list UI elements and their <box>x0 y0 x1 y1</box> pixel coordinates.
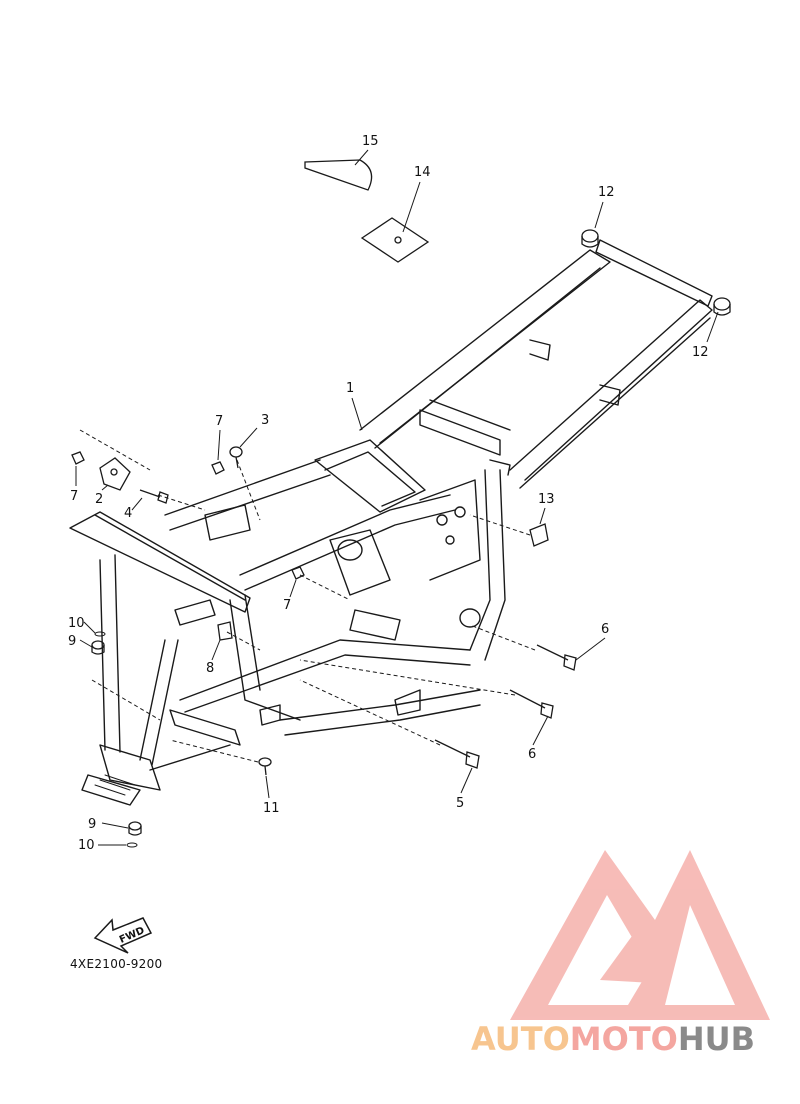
part-14-caution-label <box>360 217 430 263</box>
part-7-nut-c <box>291 566 305 580</box>
callout-1: 1 <box>346 381 354 396</box>
watermark-part-auto: AUTO <box>471 1020 570 1058</box>
callout-10-upper: 10 <box>68 616 85 631</box>
watermark-logo-icon <box>510 850 770 1020</box>
part-11-screw <box>258 757 272 776</box>
fwd-arrow-icon: FWD <box>93 917 153 954</box>
callout-7-top: 7 <box>215 414 223 429</box>
part-10-ring-upper <box>94 631 106 637</box>
part-5-bolt <box>434 739 480 769</box>
watermark-wordmark: AUTOMOTOHUB <box>471 1020 755 1058</box>
callout-5: 5 <box>456 796 464 811</box>
callout-9-upper: 9 <box>68 634 76 649</box>
part-8-clamp <box>217 621 233 641</box>
part-12-rear-cap-right <box>713 297 731 316</box>
part-10-ring-lower <box>126 842 138 848</box>
callout-12-top: 12 <box>598 185 615 200</box>
callout-9-lower: 9 <box>88 817 96 832</box>
part-9-grommet-lower <box>128 821 142 836</box>
watermark-part-moto: MOTO <box>569 1020 678 1058</box>
part-6-bolt-upper <box>536 644 577 671</box>
callout-10-lower: 10 <box>78 838 95 853</box>
part-12-rear-cap-left <box>581 229 599 248</box>
part-7-nut-a <box>71 451 85 465</box>
callout-13: 13 <box>538 492 555 507</box>
callout-2: 2 <box>95 492 103 507</box>
part-15-label-sticker <box>304 159 373 191</box>
callout-6-lower: 6 <box>528 747 536 762</box>
part-2-bracket <box>99 457 131 491</box>
part-3-bolt <box>229 446 243 469</box>
callout-11: 11 <box>263 801 280 816</box>
callout-14: 14 <box>414 165 431 180</box>
diagram-code: 4XE2100-9200 <box>70 957 163 971</box>
callout-8: 8 <box>206 661 214 676</box>
callout-leaders <box>75 149 719 846</box>
part-13-clip <box>529 523 549 547</box>
callout-7-left: 7 <box>70 489 78 504</box>
leader-lines <box>79 429 536 763</box>
callout-12-right: 12 <box>692 345 709 360</box>
frame-assembly <box>69 239 713 806</box>
watermark-part-hub: HUB <box>677 1020 756 1058</box>
callout-numbers: 1 2 3 4 5 6 6 7 7 7 8 9 9 10 10 11 12 12… <box>68 134 709 853</box>
part-6-bolt-lower <box>509 689 554 719</box>
part-7-nut-b <box>211 461 225 475</box>
part-4-bolt <box>139 489 169 504</box>
callout-15: 15 <box>362 134 379 149</box>
part-9-grommet-upper <box>91 640 105 655</box>
callout-6-upper: 6 <box>601 622 609 637</box>
callout-7-mid: 7 <box>283 598 291 613</box>
callout-3: 3 <box>261 413 269 428</box>
callout-4: 4 <box>124 506 132 521</box>
